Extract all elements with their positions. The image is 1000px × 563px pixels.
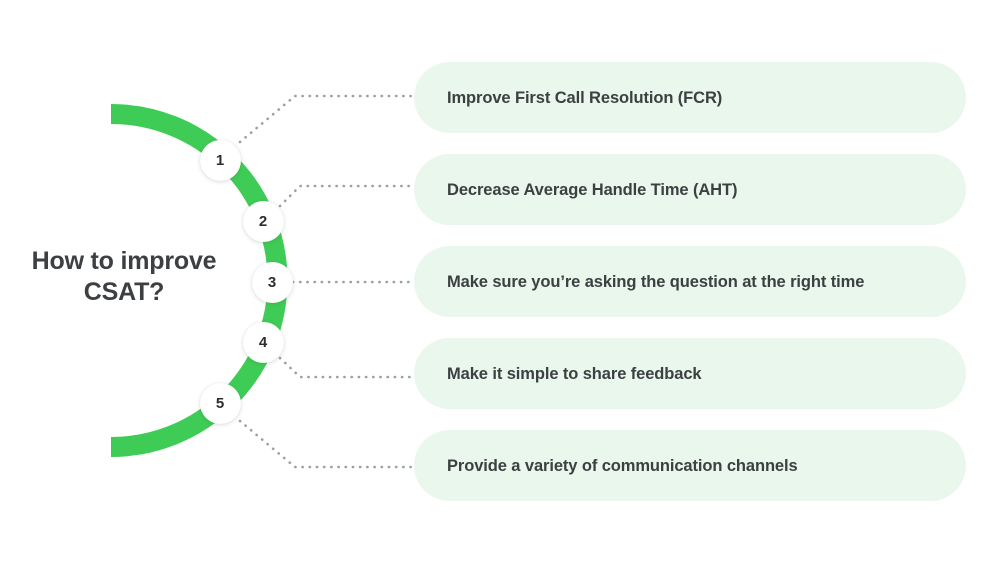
step-card-2[interactable]: Decrease Average Handle Time (AHT) xyxy=(414,154,966,225)
step-node-2[interactable]: 2 xyxy=(242,200,284,242)
step-card-5[interactable]: Provide a variety of communication chann… xyxy=(414,430,966,501)
step-node-4[interactable]: 4 xyxy=(242,321,284,363)
connector-line-5 xyxy=(238,419,416,469)
step-card-label-2: Decrease Average Handle Time (AHT) xyxy=(447,180,738,199)
connector-line-2 xyxy=(278,184,416,208)
step-card-label-1: Improve First Call Resolution (FCR) xyxy=(447,88,723,107)
step-number-2: 2 xyxy=(258,212,268,230)
connector-line-4 xyxy=(278,356,416,379)
connector-line-1 xyxy=(238,94,416,144)
step-number-1: 1 xyxy=(215,151,225,169)
step-node-5[interactable]: 5 xyxy=(199,382,241,424)
step-card-label-5: Provide a variety of communication chann… xyxy=(447,456,798,475)
step-node-1[interactable]: 1 xyxy=(199,139,241,181)
step-node-3[interactable]: 3 xyxy=(251,261,293,303)
page-title: How to improve CSAT? xyxy=(31,247,217,306)
step-card-4[interactable]: Make it simple to share feedback xyxy=(414,338,966,409)
step-number-3: 3 xyxy=(267,273,277,291)
step-number-4: 4 xyxy=(258,333,268,351)
step-card-3[interactable]: Make sure you’re asking the question at … xyxy=(414,246,966,317)
step-number-5: 5 xyxy=(215,394,225,412)
step-card-1[interactable]: Improve First Call Resolution (FCR) xyxy=(414,62,966,133)
step-card-label-3: Make sure you’re asking the question at … xyxy=(447,272,865,291)
step-card-label-4: Make it simple to share feedback xyxy=(447,364,702,383)
